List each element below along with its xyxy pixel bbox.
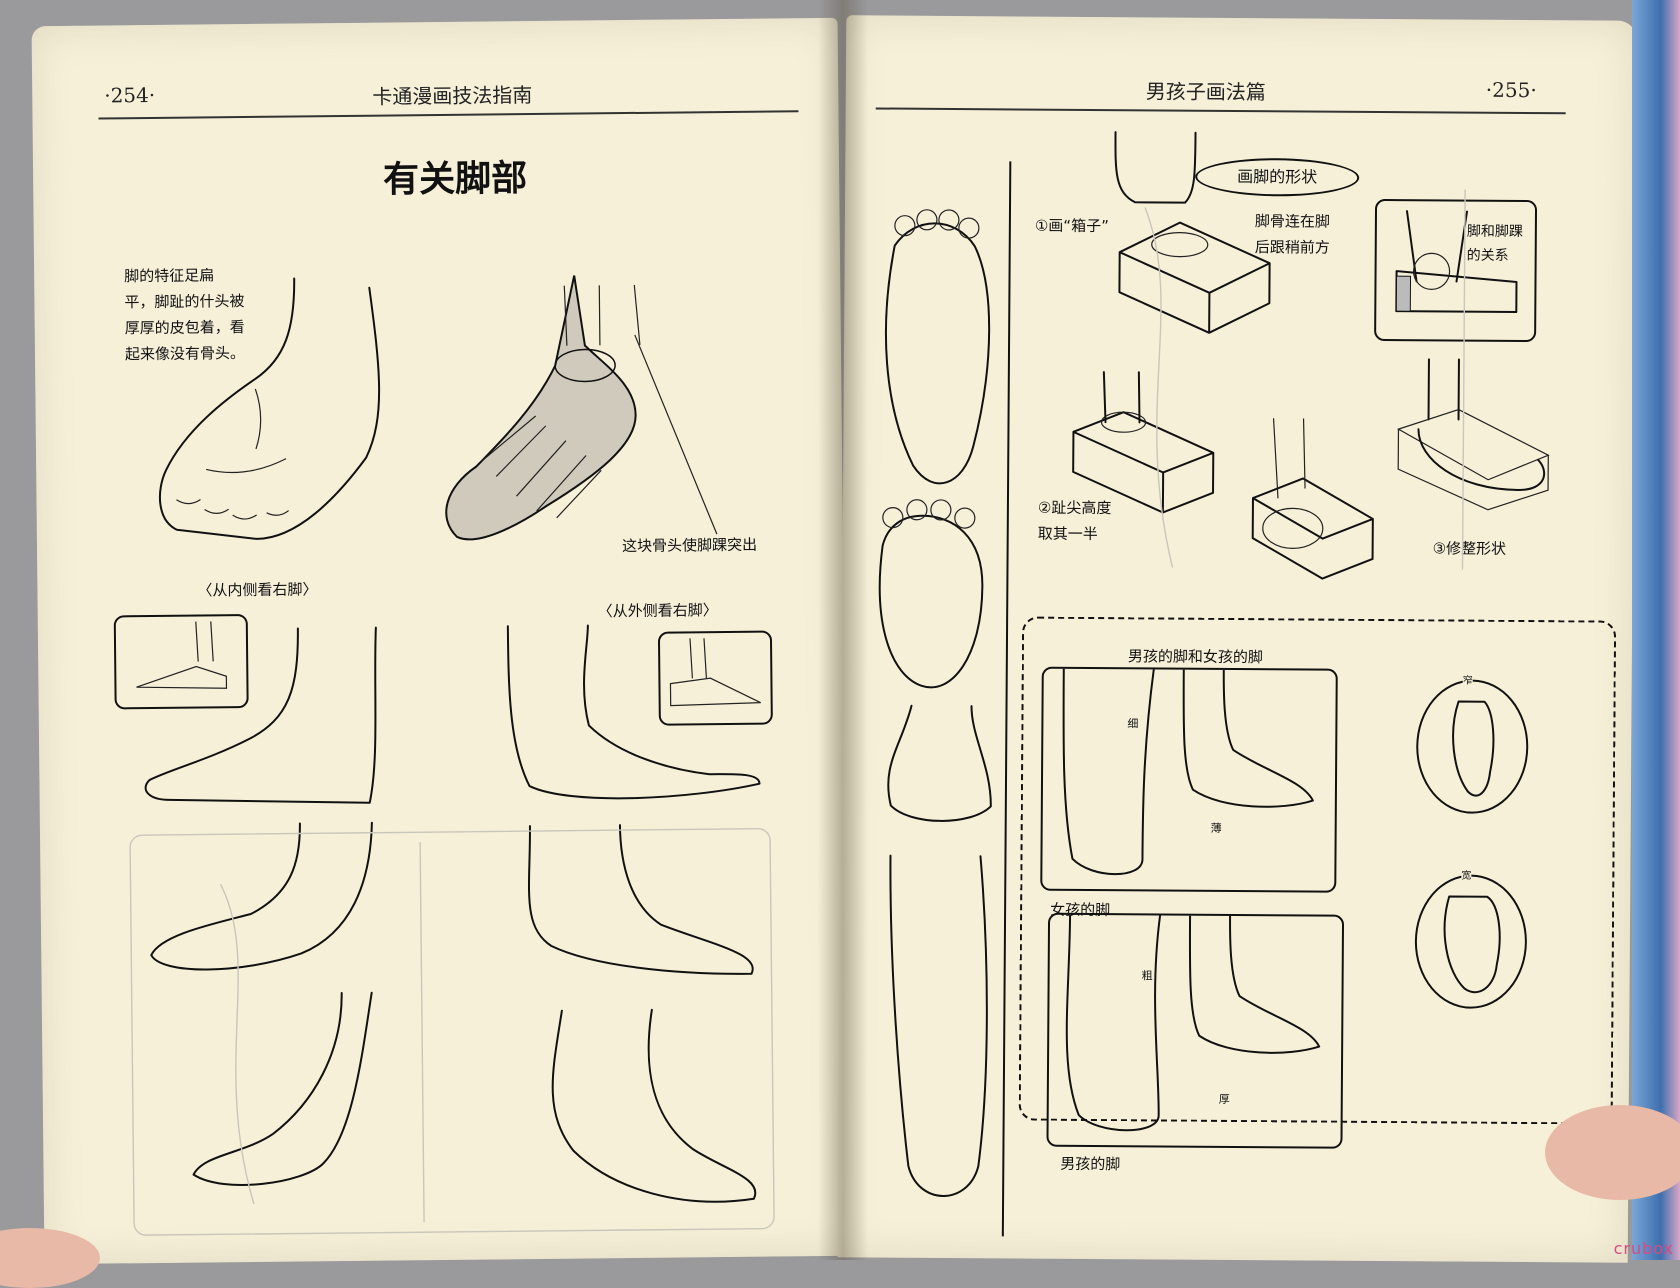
inner-skeleton-inset [113, 614, 249, 710]
right-show-through-ghost-lines [1144, 189, 1466, 570]
boy-sole-circle: 宽 [1414, 866, 1528, 1010]
stepping-foot-sketch [551, 1008, 757, 1203]
tag-thick: 粗 [1141, 969, 1153, 983]
comparison-title: 男孩的脚和女孩的脚 [1123, 645, 1267, 668]
girl-foot-drawing [1062, 667, 1314, 876]
finished-foot-box-illustration [1396, 358, 1550, 511]
girl-sole-circle: 窄 [1415, 671, 1529, 815]
front-foot-sketch [150, 821, 373, 971]
tag-narrow: 窄 [1462, 671, 1473, 687]
leg-stub-illustration [1114, 131, 1197, 204]
ankle-relation-panel: 脚和脚踝 的关系 [1374, 198, 1538, 343]
ankle-relation-drawing [1395, 210, 1518, 313]
boy-sole-drawing [1443, 895, 1501, 994]
holding-thumb [1545, 1105, 1680, 1200]
page-title: 有关脚部 [382, 158, 528, 201]
bone-caption: 这块骨头使脚踝突出 [621, 535, 758, 556]
boy-foot-frame: 粗 厚 [1046, 912, 1345, 1149]
left-page: ·254· 卡通漫画技法指南 有关脚部 脚的特征足扁 平，脚趾的什头被 厚厚的皮… [31, 17, 851, 1265]
boy-foot-label: 男孩的脚 [1056, 1152, 1125, 1175]
outer-view-caption: 〈从外侧看右脚〉 [597, 601, 718, 621]
inner-side-foot-sketch [144, 626, 377, 804]
boy-foot-drawing [1065, 913, 1321, 1132]
left-header-rule [98, 110, 799, 120]
tiptoe-foot-sketch [192, 991, 373, 1186]
outer-skeleton-inset [657, 630, 773, 726]
outer-side-foot-sketch [506, 624, 761, 800]
outer-skeleton-inset-drawing [669, 638, 761, 707]
foot-skeleton-illustration [445, 275, 718, 541]
inner-view-caption: 〈从内侧看右脚〉 [197, 580, 318, 600]
raised-foot-sketch [528, 824, 754, 975]
box-shaping-illustration [1251, 418, 1374, 580]
girl-foot-frame: 男孩的脚和女孩的脚 细 薄 [1040, 645, 1338, 893]
tag-thin: 细 [1127, 717, 1139, 731]
right-page: 男孩子画法篇 ·255· 画脚的形状 ①画“箱子” 脚骨连在脚 后跟稍前方 [837, 15, 1637, 1263]
tag-wide: 宽 [1461, 866, 1472, 882]
right-header-rule [875, 107, 1566, 115]
tag-thick2: 厚 [1218, 1092, 1230, 1106]
right-page-number: ·255· [1485, 77, 1537, 103]
watermark: crubox [1613, 1239, 1674, 1258]
book-gutter-shadow [818, 0, 868, 1260]
page-edge-background [1632, 0, 1680, 1260]
tag-thin2: 薄 [1210, 821, 1222, 835]
foot-sketch-inner-illustration [158, 277, 381, 540]
left-page-number: ·254· [104, 82, 156, 108]
girl-sole-drawing [1452, 700, 1495, 797]
box-step1-illustration [1118, 221, 1271, 334]
foot-soles-column-illustration [878, 209, 992, 1197]
right-running-head: 男孩子画法篇 [1145, 79, 1266, 105]
show-through-ghost-lines [129, 827, 775, 1236]
box-step2-illustration [1072, 371, 1215, 514]
inner-skeleton-inset-drawing [136, 621, 228, 689]
left-running-head: 卡通漫画技法指南 [372, 83, 533, 109]
